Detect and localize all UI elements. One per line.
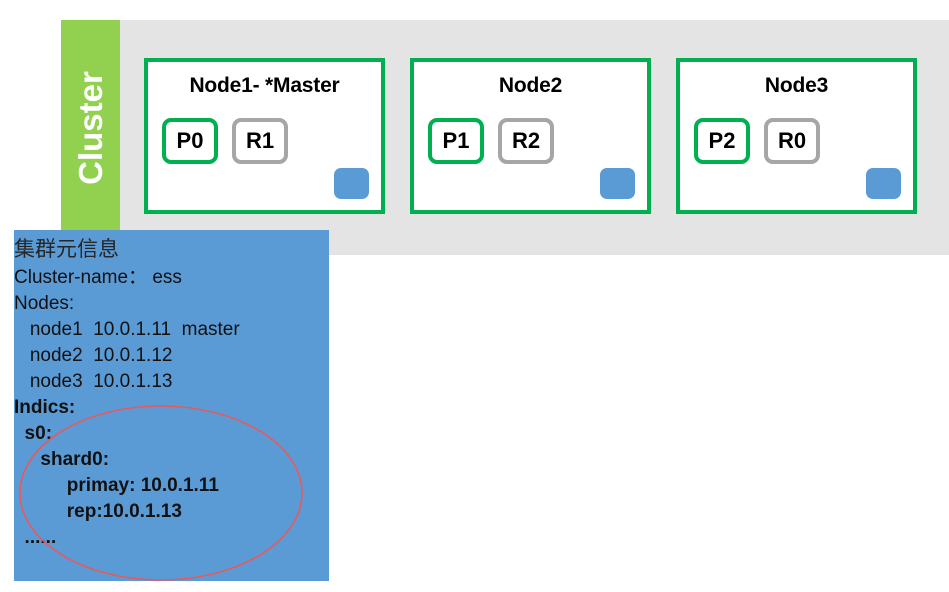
shard-row: P0 R1	[162, 118, 288, 164]
node-card-2[interactable]: Node2 P1 R2	[410, 58, 651, 214]
node-badge-icon	[600, 168, 635, 199]
node-card-1[interactable]: Node1- *Master P0 R1	[144, 58, 385, 214]
shard-row: P1 R2	[428, 118, 554, 164]
shard-primary-p1[interactable]: P1	[428, 118, 484, 164]
shard-replica-r0[interactable]: R0	[764, 118, 820, 164]
shard-row: P2 R0	[694, 118, 820, 164]
metadata-line-10: rep:10.0.1.13	[14, 501, 182, 522]
metadata-line-9: primay: 10.0.1.11	[14, 475, 219, 496]
metadata-line-0: 集群元信息	[14, 238, 119, 261]
node-title: Node3	[764, 74, 829, 97]
metadata-line-8: shard0:	[14, 449, 110, 470]
cluster-label-bar: Cluster	[61, 20, 120, 235]
shard-replica-r1[interactable]: R1	[232, 118, 288, 164]
metadata-line-2: Nodes:	[14, 293, 75, 314]
metadata-line-3: node1 10.0.1.11 master	[14, 319, 240, 340]
metadata-line-1: Cluster-name： ess	[14, 267, 182, 288]
shard-replica-r2[interactable]: R2	[498, 118, 554, 164]
node-card-3[interactable]: Node3 P2 R0	[676, 58, 917, 214]
cluster-label-text: Cluster	[71, 70, 109, 185]
shard-primary-p2[interactable]: P2	[694, 118, 750, 164]
shard-primary-p0[interactable]: P0	[162, 118, 218, 164]
metadata-line-11: ......	[14, 527, 57, 548]
metadata-line-4: node2 10.0.1.12	[14, 345, 173, 366]
node-title: Node1- *Master	[189, 74, 340, 97]
node-badge-icon	[334, 168, 369, 199]
node-title: Node2	[498, 74, 563, 97]
metadata-line-5: node3 10.0.1.13	[14, 371, 173, 392]
metadata-line-6: Indics:	[14, 397, 76, 418]
node-badge-icon	[866, 168, 901, 199]
metadata-line-7: s0:	[14, 423, 53, 444]
